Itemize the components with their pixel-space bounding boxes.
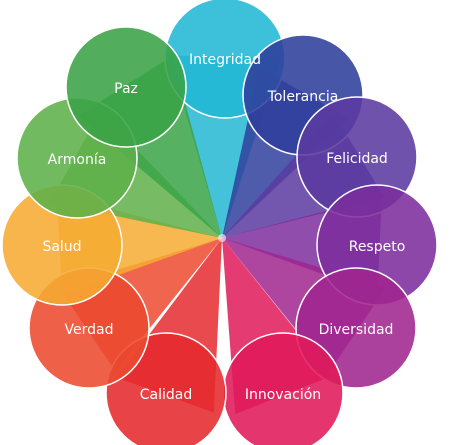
petal-labels: IntegridadToleranciaFelicidadRespetoDive… xyxy=(42,52,405,403)
petal-circles xyxy=(1,0,438,445)
petal-label-8: Salud xyxy=(42,239,81,255)
petal-label-3: Respeto xyxy=(349,239,406,255)
petal-label-4: Diversidad xyxy=(319,322,394,338)
petal-circle-10 xyxy=(65,26,187,148)
center-hub xyxy=(218,234,226,242)
petal-label-5: Innovación xyxy=(245,387,321,403)
petal-label-0: Integridad xyxy=(189,52,261,68)
petal-label-7: Verdad xyxy=(65,322,114,338)
petal-label-6: Calidad xyxy=(140,387,193,403)
petal-label-1: Tolerancia xyxy=(267,89,339,105)
petal-label-2: Felicidad xyxy=(326,151,388,167)
petal-label-9: Armonía xyxy=(48,152,107,168)
petal-label-10: Paz xyxy=(114,81,138,97)
